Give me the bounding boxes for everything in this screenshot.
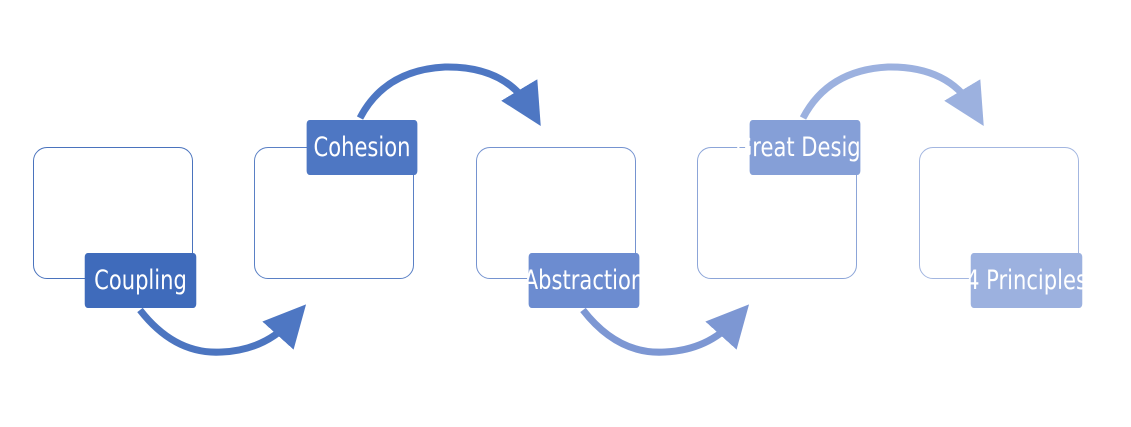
step-4-label-box: Great Design <box>736 120 874 175</box>
arrow-coupling-to-cohesion <box>137 304 307 356</box>
step-1-label: Coupling <box>94 265 187 296</box>
step-4-label: Great Design <box>735 132 875 163</box>
arrow-abstraction-to-great-design <box>580 304 750 356</box>
step-5-label: 4 Principles <box>966 265 1087 296</box>
step-2-label-box: Cohesion <box>306 120 418 175</box>
arrow-cohesion-to-abstraction <box>356 63 541 127</box>
step-5-label-box: 4 Principles <box>966 253 1087 308</box>
step-2-label: Cohesion <box>313 132 411 163</box>
step-3-label: Abstraction <box>523 265 645 296</box>
arrow-great-design-to-4-principles <box>799 63 984 127</box>
step-3-label-box: Abstraction <box>524 253 644 308</box>
step-1-label-box: Coupling <box>84 253 197 308</box>
